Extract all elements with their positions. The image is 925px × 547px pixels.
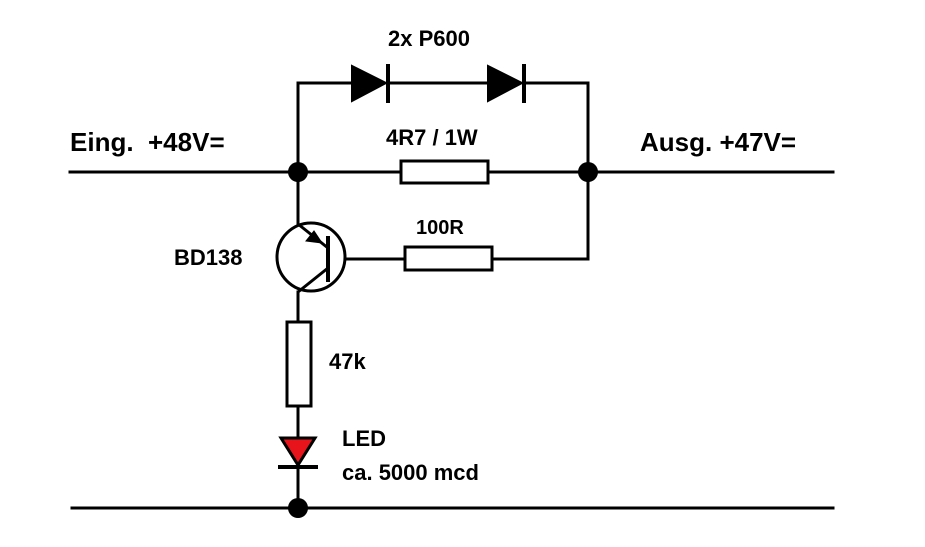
diodes-label: 2x P600 (388, 26, 470, 51)
led-resistor (285, 320, 313, 408)
transistor-label: BD138 (174, 245, 242, 270)
led (278, 436, 318, 469)
junction-output (578, 162, 598, 182)
diode-loop-left (296, 81, 354, 174)
junction-ground (288, 498, 308, 518)
shunt-resistor-label: 4R7 / 1W (386, 125, 478, 150)
base-loop-right (490, 170, 590, 261)
output-label: Ausg. +47V= (640, 127, 796, 157)
input-label: Eing. +48V= (70, 127, 225, 157)
base-resistor-label: 100R (416, 217, 464, 239)
wires (68, 81, 835, 510)
base-resistor (403, 245, 494, 272)
transistor-collector (297, 266, 329, 294)
shunt-resistor (399, 159, 490, 185)
led-resistor-label: 47k (329, 349, 366, 374)
diode-loop-right (522, 81, 590, 174)
diode-1 (351, 64, 390, 103)
transistor-arrow (305, 230, 324, 244)
led-triangle (278, 436, 318, 468)
diode-2 (487, 64, 526, 103)
junction-input (288, 162, 308, 182)
transistor-bd138 (275, 221, 347, 294)
diode-2-triangle (487, 64, 525, 103)
diode-1-triangle (351, 64, 389, 103)
led-spec-label: ca. 5000 mcd (342, 460, 479, 485)
led-name-label: LED (342, 426, 386, 451)
